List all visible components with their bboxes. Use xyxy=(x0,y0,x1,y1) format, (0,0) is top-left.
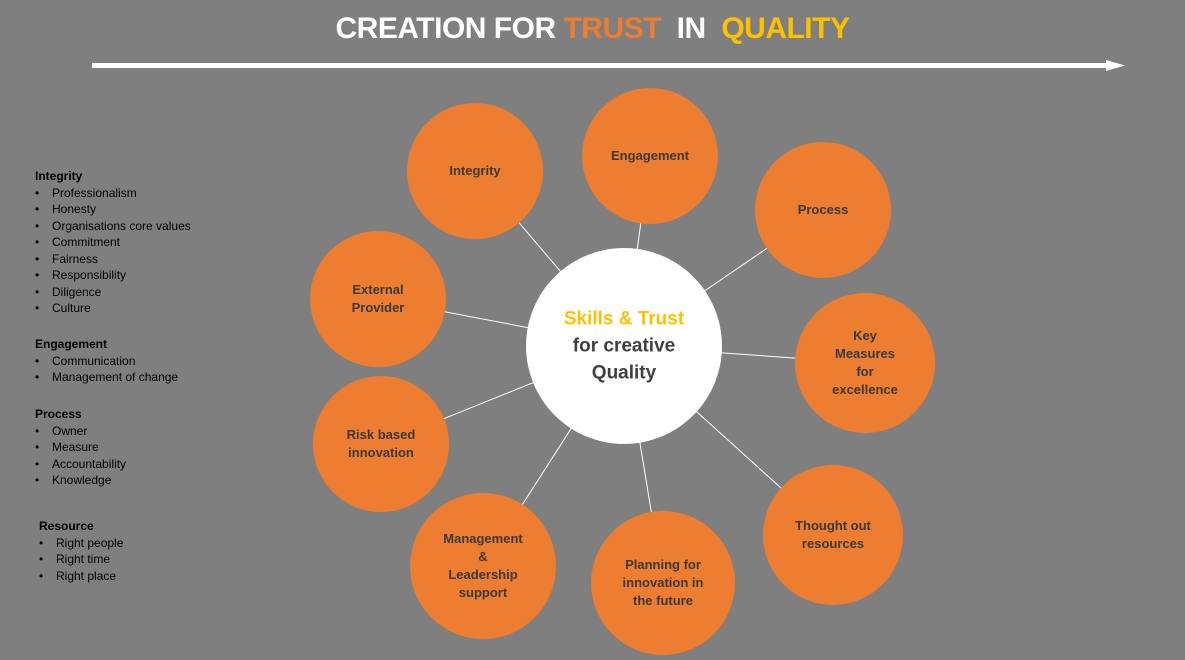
node-circle xyxy=(313,376,449,512)
node-label: Planning for innovation in the future xyxy=(622,557,704,608)
title-part-quality: QUALITY xyxy=(721,12,850,45)
legend-item: Knowledge xyxy=(35,472,126,489)
legend-item: Honesty xyxy=(35,201,191,218)
node-label: Risk based innovation xyxy=(346,427,416,460)
legend-item: Accountability xyxy=(35,456,126,473)
node-label: Process xyxy=(797,202,849,217)
legend-item: Fairness xyxy=(35,251,191,268)
legend-item: Responsibility xyxy=(35,267,191,284)
title-part-creation: CREATION FOR xyxy=(335,12,557,45)
center-circle xyxy=(526,248,722,444)
legend-item: Management of change xyxy=(35,369,178,386)
node-circle xyxy=(582,88,718,224)
timeline-arrow xyxy=(92,60,1125,71)
legend-heading: Process xyxy=(35,407,82,421)
legend-group: IntegrityProfessionalismHonestyOrganisat… xyxy=(35,168,191,317)
center-line-1: Skills & Trust xyxy=(563,308,685,330)
legend-item: Diligence xyxy=(35,284,191,301)
node-circle xyxy=(591,511,735,655)
legend-item: Right place xyxy=(39,568,123,585)
legend-item: Organisations core values xyxy=(35,218,191,235)
center-label: Skills & Trust for creative Quality xyxy=(539,306,709,387)
node-circle xyxy=(755,142,891,278)
node-label: External Provider xyxy=(351,282,405,315)
legend-item: Right time xyxy=(39,551,123,568)
page-title: CREATION FOR TRUST IN QUALITY xyxy=(0,12,1185,46)
title-part-in: IN xyxy=(676,12,707,45)
node-circle xyxy=(407,103,543,239)
node-circle xyxy=(410,493,556,639)
center-line-2: for creative xyxy=(572,335,676,357)
node-label: Key Measures for excellence xyxy=(832,328,898,397)
legend-group: EngagementCommunicationManagement of cha… xyxy=(35,336,178,386)
legend-heading: Engagement xyxy=(35,337,108,351)
legend-item: Culture xyxy=(35,300,191,317)
node-label: Engagement xyxy=(610,148,690,163)
legend-item: Commitment xyxy=(35,234,191,251)
title-part-trust: TRUST xyxy=(563,12,661,45)
legend-item: Owner xyxy=(35,423,126,440)
legend-item: Measure xyxy=(35,439,126,456)
legend-item: Professionalism xyxy=(35,185,191,202)
node-label: Management & Leadership support xyxy=(443,531,523,600)
node-label: Thought out resources xyxy=(795,518,871,551)
node-circle xyxy=(310,231,446,367)
legend-group: ResourceRight peopleRight timeRight plac… xyxy=(39,518,123,584)
legend-heading: Integrity xyxy=(35,169,83,183)
node-circle xyxy=(795,293,935,433)
legend-group: ProcessOwnerMeasureAccountabilityKnowled… xyxy=(35,406,126,489)
node-label: Integrity xyxy=(449,163,501,178)
node-circle xyxy=(763,465,903,605)
legend-item: Right people xyxy=(39,535,123,552)
center-line-3: Quality xyxy=(591,362,657,384)
legend-heading: Resource xyxy=(39,519,94,533)
legend-item: Communication xyxy=(35,353,178,370)
